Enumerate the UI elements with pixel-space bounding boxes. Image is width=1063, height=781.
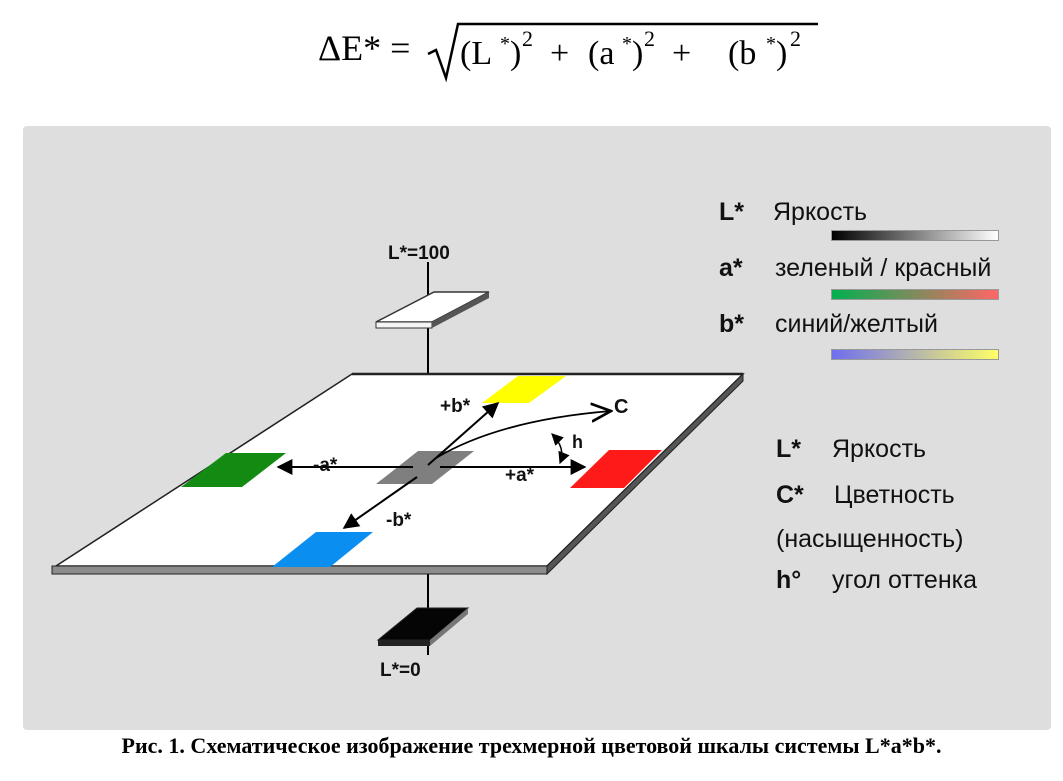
- red-patch: [570, 450, 662, 488]
- legend-text: (насыщенность): [776, 525, 964, 553]
- green-patch: [181, 453, 286, 487]
- formula-lhs: ΔE* =: [318, 28, 410, 68]
- legend-row-l: L* Яркость: [719, 198, 867, 227]
- legend-text: зеленый / красный: [775, 254, 992, 282]
- plus-b-axis: [427, 401, 500, 466]
- blue-yellow-gradient-bar: [831, 349, 999, 360]
- term-l-open: (L: [460, 35, 492, 72]
- term-b-exp: 2: [790, 26, 801, 51]
- minus-b-label: -b*: [386, 510, 412, 531]
- term-a-exp: 2: [644, 26, 655, 51]
- gray-center-patch: [376, 451, 474, 484]
- legend-symbol: L*: [776, 435, 801, 463]
- black-tile: [376, 607, 470, 646]
- legend-symbol: h°: [776, 566, 802, 594]
- term-a-close: ): [632, 35, 643, 72]
- legend-row-a: a* зеленый / красный: [719, 254, 991, 283]
- chroma-vector: [435, 411, 611, 459]
- legend-text: Яркость: [773, 198, 868, 226]
- plus-1: +: [550, 35, 569, 72]
- delta-e-formula: ΔE* = (L * ) 2 + (a * ) 2 + (b * ) 2: [318, 22, 818, 83]
- term-l-close: ): [510, 35, 521, 72]
- minus-a-label: -a*: [313, 455, 338, 476]
- lightness-gradient-bar: [831, 230, 999, 241]
- legend-row-b: b* синий/желтый: [719, 310, 938, 339]
- legend-symbol: L*: [719, 198, 744, 226]
- legend-text: Цветность: [834, 481, 955, 509]
- legend-row-lightness: L* Яркость: [776, 435, 926, 464]
- green-red-gradient-bar: [831, 289, 999, 300]
- legend-text: синий/желтый: [775, 310, 938, 338]
- legend-row-chroma: C* Цветность: [776, 481, 955, 510]
- legend-symbol: b*: [719, 310, 744, 338]
- plus-b-label: +b*: [440, 396, 471, 417]
- chroma-label: C: [614, 396, 628, 418]
- term-a-open: (a: [588, 35, 614, 72]
- l-bottom-label: L*=0: [380, 660, 421, 681]
- blue-patch: [272, 532, 373, 567]
- legend-symbol: C*: [776, 481, 804, 509]
- figure-caption: Рис. 1. Схематическое изображение трехме…: [121, 733, 942, 758]
- hue-label: h: [572, 432, 583, 452]
- term-l-exp: 2: [522, 26, 533, 51]
- legend-row-saturation: (насыщенность): [776, 525, 964, 554]
- white-tile: [375, 291, 490, 329]
- hue-angle-arc: [551, 433, 570, 465]
- legend-symbol: a*: [719, 254, 743, 282]
- term-l-star: *: [500, 33, 510, 55]
- radical-sign: [427, 22, 818, 83]
- legend-row-hue: h° угол оттенка: [776, 566, 977, 595]
- legend-text: угол оттенка: [832, 566, 978, 594]
- term-b-close: ): [776, 35, 787, 72]
- legend-text: Яркость: [832, 435, 927, 463]
- plus-a-label: +a*: [505, 465, 535, 486]
- term-b-star: *: [766, 33, 776, 55]
- term-a-star: *: [622, 33, 632, 55]
- minus-b-axis: [342, 476, 418, 529]
- l-top-label: L*=100: [388, 243, 450, 264]
- plus-2: +: [672, 35, 691, 72]
- term-b-open: (b: [728, 35, 756, 72]
- yellow-patch: [482, 376, 566, 403]
